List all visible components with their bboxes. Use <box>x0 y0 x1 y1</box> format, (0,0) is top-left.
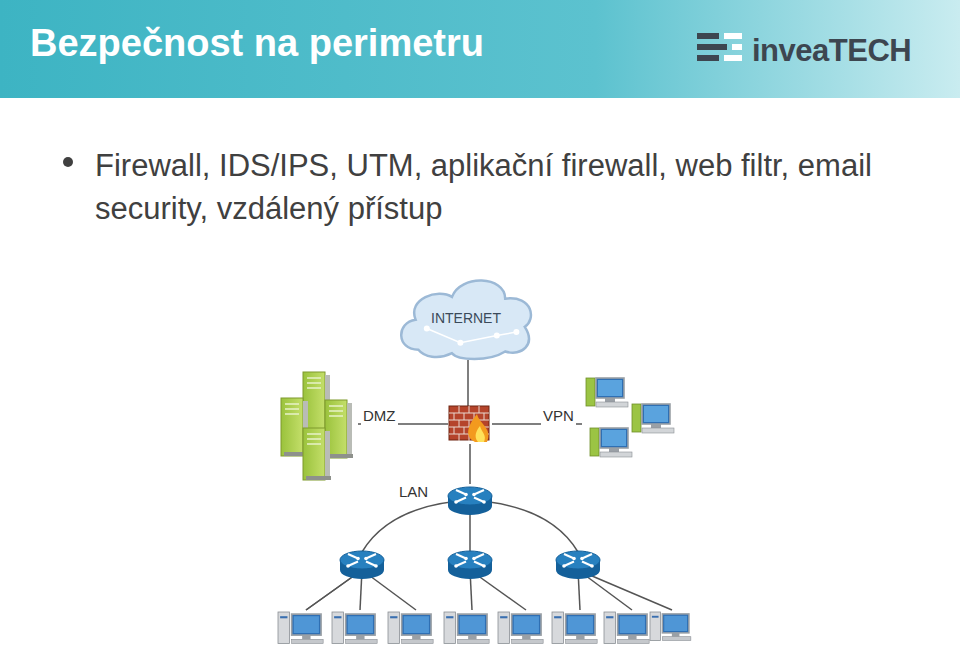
workstation-icon <box>444 612 489 644</box>
workstation-icon <box>498 612 543 644</box>
bullet-text: Firewall, IDS/IPS, UTM, aplikační firewa… <box>95 144 895 231</box>
zone-label: VPN <box>541 405 576 426</box>
bullet-dot <box>63 157 73 167</box>
network-wires <box>306 360 672 610</box>
zone-label: LAN <box>397 481 430 502</box>
node-text: INTERNET <box>431 310 501 326</box>
logo-bars <box>697 33 742 61</box>
cloud-node: INTERNET <box>396 274 536 362</box>
workstation-icon <box>332 612 377 644</box>
workstation-icon <box>650 612 691 641</box>
router-icon <box>448 487 492 515</box>
workstation-icon <box>604 612 649 644</box>
header-band <box>0 0 960 98</box>
slide-title: Bezpečnost na perimetru <box>30 22 484 65</box>
zone-label: DMZ <box>361 405 398 426</box>
workstation-icon <box>552 612 597 644</box>
company-logo: inveaTECH <box>752 29 911 72</box>
workstation-icon <box>278 612 323 644</box>
vpn-client-icon <box>586 378 628 407</box>
vpn-client-icon <box>590 428 632 457</box>
router-icon <box>448 551 492 579</box>
firewall-icon <box>449 406 489 442</box>
server-tower <box>303 428 331 480</box>
workstation-icon <box>388 612 433 644</box>
router-icon <box>556 551 600 579</box>
router-icon <box>340 551 384 579</box>
vpn-client-icon <box>632 404 674 433</box>
